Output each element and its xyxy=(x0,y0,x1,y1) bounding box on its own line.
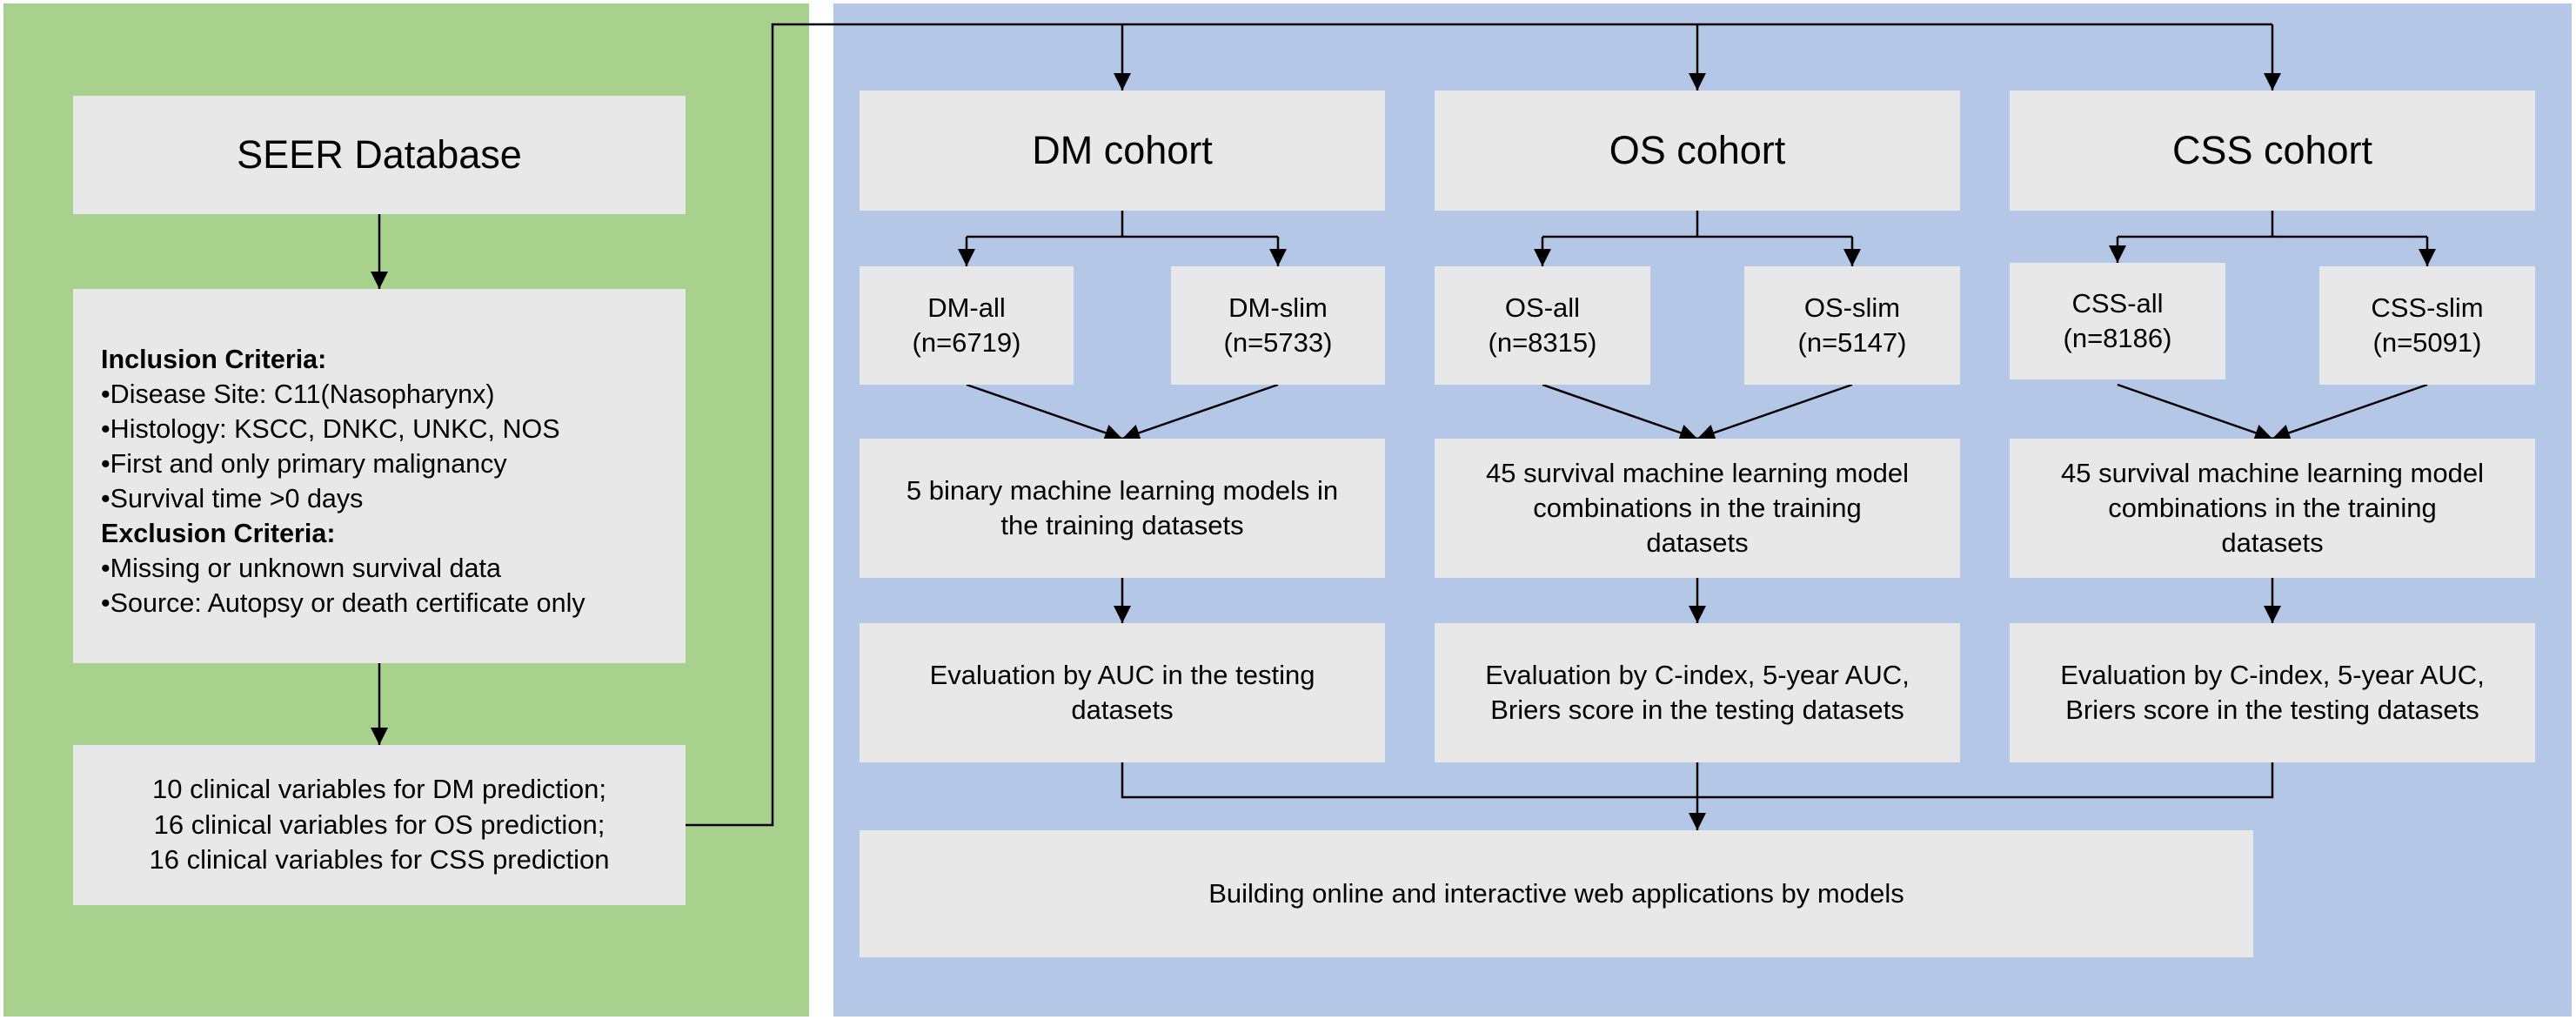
os-evaluation-box: Evaluation by C-index, 5-year AUC, Briers… xyxy=(1435,623,1960,762)
os-slim-n: (n=5147) xyxy=(1797,327,1907,358)
dm-models-line: 5 binary machine learning models in xyxy=(906,474,1339,506)
os-evaluation-line: Briers score in the testing datasets xyxy=(1490,695,1904,725)
os-all-label: OS-all xyxy=(1504,292,1581,323)
exclusion-item: •Source: Autopsy or death certificate on… xyxy=(101,587,585,618)
dm-evaluation-box: Evaluation by AUC in the testing datasets xyxy=(860,623,1385,762)
css-models-line: 45 survival machine learning model xyxy=(2061,457,2484,488)
dm-models-box: 5 binary machine learning models in the t… xyxy=(860,439,1385,578)
dm-models-line: the training datasets xyxy=(1000,510,1244,540)
os-models-line: datasets xyxy=(1646,527,1749,559)
os-evaluation-line: Evaluation by C-index, 5-year AUC, xyxy=(1485,659,1910,690)
dm-all-n: (n=6719) xyxy=(912,327,1021,358)
css-evaluation-line: Evaluation by C-index, 5-year AUC, xyxy=(2060,659,2485,690)
dm-slim-n: (n=5733) xyxy=(1223,327,1333,358)
css-all-label: CSS-all xyxy=(2071,287,2164,319)
web-application-box: Building online and interactive web appl… xyxy=(860,830,2253,957)
variables-line: 16 clinical variables for CSS prediction xyxy=(149,844,610,876)
os-all-box: OS-all (n=8315) xyxy=(1435,266,1650,385)
css-evaluation-box: Evaluation by C-index, 5-year AUC, Briers… xyxy=(2010,623,2535,762)
variables-line: 10 clinical variables for DM prediction; xyxy=(151,773,607,804)
inclusion-item: •Histology: KSCC, DNKC, UNKC, NOS xyxy=(101,414,560,445)
css-models-line: datasets xyxy=(2221,527,2324,559)
os-cohort-title: OS cohort xyxy=(1609,127,1786,172)
dm-evaluation-line: Evaluation by AUC in the testing xyxy=(929,659,1315,690)
criteria-text: Inclusion Criteria: •Disease Site: C11(N… xyxy=(101,343,585,621)
dm-evaluation-line: datasets xyxy=(1071,695,1174,725)
dm-all-box: DM-all (n=6719) xyxy=(860,266,1074,385)
css-models-box: 45 survival machine learning model combin… xyxy=(2010,439,2535,578)
criteria-box: Inclusion Criteria: •Disease Site: C11(N… xyxy=(73,289,686,663)
variables-line: 16 clinical variables for OS prediction; xyxy=(153,809,606,840)
os-cohort-box: OS cohort xyxy=(1435,91,1960,211)
css-cohort-title: CSS cohort xyxy=(2171,127,2373,172)
css-slim-box: CSS-slim (n=5091) xyxy=(2319,266,2535,385)
inclusion-item: •Disease Site: C11(Nasopharynx) xyxy=(101,379,495,410)
css-slim-n: (n=5091) xyxy=(2372,327,2482,358)
dm-slim-label: DM-slim xyxy=(1228,292,1328,323)
os-all-n: (n=8315) xyxy=(1488,327,1597,358)
seer-database-box: SEER Database xyxy=(73,96,686,214)
dm-slim-box: DM-slim (n=5733) xyxy=(1171,266,1385,385)
clinical-variables-text: 10 clinical variables for DM prediction;… xyxy=(150,772,610,879)
dm-all-label: DM-all xyxy=(927,292,1006,323)
css-models-line: combinations in the training xyxy=(2108,492,2437,523)
os-models-line: 45 survival machine learning model xyxy=(1486,457,1909,488)
seer-database-title: SEER Database xyxy=(237,131,522,177)
os-slim-label: OS-slim xyxy=(1803,292,1901,323)
exclusion-criteria-heading: Exclusion Criteria: xyxy=(101,518,336,548)
os-slim-box: OS-slim (n=5147) xyxy=(1744,266,1960,385)
web-application-label: Building online and interactive web appl… xyxy=(1208,877,1904,909)
inclusion-item: •Survival time >0 days xyxy=(101,484,364,513)
dm-cohort-title: DM cohort xyxy=(1032,127,1213,172)
os-models-box: 45 survival machine learning model combin… xyxy=(1435,439,1960,578)
inclusion-item: •First and only primary malignancy xyxy=(101,449,507,480)
inclusion-criteria-heading: Inclusion Criteria: xyxy=(101,345,327,375)
css-evaluation-line: Briers score in the testing datasets xyxy=(2065,695,2479,725)
css-cohort-box: CSS cohort xyxy=(2010,91,2535,211)
clinical-variables-box: 10 clinical variables for DM prediction;… xyxy=(73,745,686,905)
css-all-box: CSS-all (n=8186) xyxy=(2010,263,2225,379)
os-models-line: combinations in the training xyxy=(1533,492,1862,523)
css-slim-label: CSS-slim xyxy=(2371,292,2484,323)
dm-cohort-box: DM cohort xyxy=(860,91,1385,211)
css-all-n: (n=8186) xyxy=(2063,323,2172,353)
exclusion-item: •Missing or unknown survival data xyxy=(101,553,501,583)
